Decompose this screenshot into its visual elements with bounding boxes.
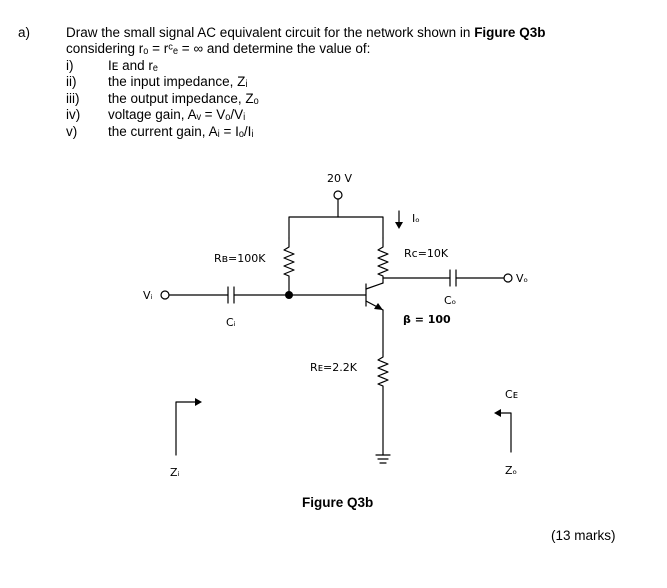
item-text-3: the output impedance, Zₒ <box>108 91 259 106</box>
item-num-2: ii) <box>66 74 77 89</box>
marks-label: (13 marks) <box>551 528 616 543</box>
item-text-2: the input impedance, Zᵢ <box>108 74 248 89</box>
question-intro-line1: Draw the small signal AC equivalent circ… <box>66 25 545 41</box>
question-label: a) <box>18 25 31 40</box>
supply-terminal <box>333 190 343 200</box>
top-rail <box>288 216 384 239</box>
zo-label: Zₒ <box>505 464 518 477</box>
item-text-4: voltage gain, Aᵥ = Vₒ/Vᵢ <box>108 107 246 122</box>
intro-text: Draw the small signal AC equivalent circ… <box>66 25 475 40</box>
re-resistor <box>377 351 389 456</box>
item-num-5: v) <box>66 124 78 139</box>
item-text-1: Iᴇ and rₑ <box>108 58 158 73</box>
vi-terminal <box>160 290 170 300</box>
zi-arrow-line <box>175 401 197 456</box>
vo-terminal <box>503 273 513 283</box>
ci-label: Cᵢ <box>226 316 236 329</box>
vo-label: Vₒ <box>516 272 529 285</box>
ce-label: Cᴇ <box>505 388 519 401</box>
zo-arrow-head <box>494 409 501 417</box>
item-num-1: i) <box>66 58 74 73</box>
zo-arrow-line <box>499 412 512 453</box>
rb-label: Rʙ=100K <box>214 252 266 265</box>
zi-arrow-head <box>195 398 202 406</box>
figure-caption: Figure Q3b <box>302 495 374 510</box>
item-text-5: the current gain, Aᵢ = Iₒ/Iᵢ <box>108 124 254 139</box>
rc-resistor <box>377 237 389 284</box>
rc-label: Rc=10K <box>404 247 449 260</box>
io-arrow-head <box>395 222 403 229</box>
emitter-arrow-head <box>374 303 383 310</box>
transistor-collector-lead <box>365 282 384 290</box>
item-num-4: iv) <box>66 107 81 122</box>
rb-resistor <box>283 237 295 296</box>
vi-label: Vᵢ <box>143 289 153 302</box>
figure-reference: Figure Q3b <box>474 25 546 40</box>
item-num-3: iii) <box>66 91 80 106</box>
base-junction <box>285 291 293 299</box>
io-label: Iₒ <box>412 212 420 225</box>
supply-label: 20 V <box>327 172 353 185</box>
zi-label: Zᵢ <box>170 466 180 479</box>
beta-label: β = 100 <box>403 313 451 326</box>
re-label: Rᴇ=2.2K <box>310 361 357 374</box>
co-label: Cₒ <box>444 294 457 307</box>
question-intro-line2: considering rₒ = rᶜₑ = ∞ and determine t… <box>66 41 371 56</box>
